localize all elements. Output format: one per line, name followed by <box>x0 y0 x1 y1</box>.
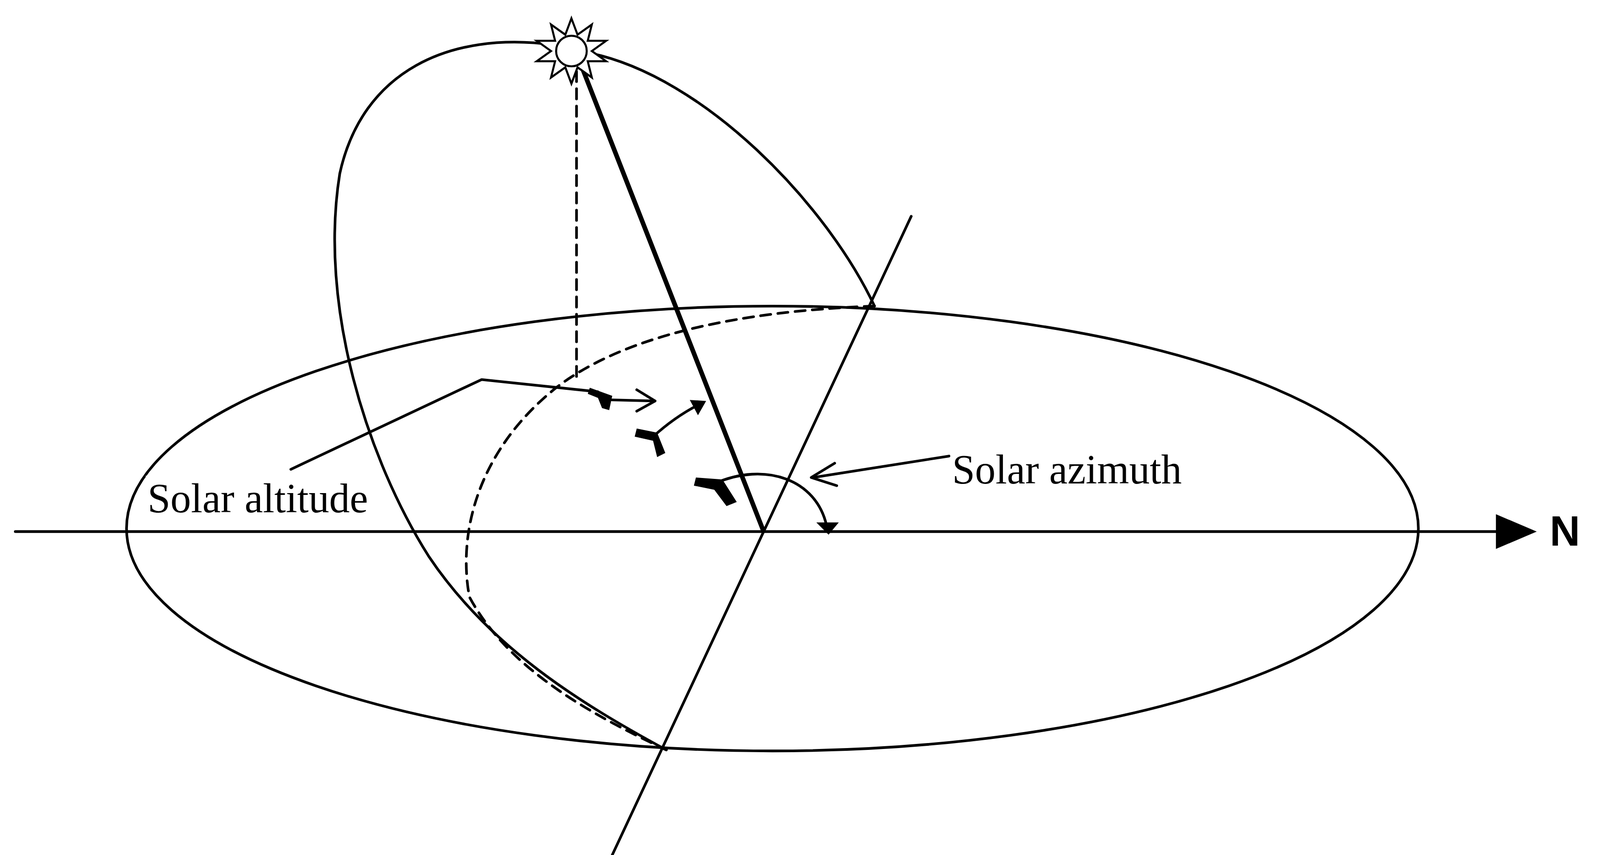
altitude-arrow <box>612 399 653 401</box>
azimuth-leader-head <box>811 463 838 486</box>
direction-label: N <box>1549 508 1580 555</box>
sun-path-projection <box>466 306 875 750</box>
sun-ray <box>579 61 764 531</box>
altitude-mark <box>587 387 613 410</box>
angle-label: Solar altitude <box>145 475 370 521</box>
altitude-arrow-head <box>636 389 656 412</box>
sun-drop-line <box>575 71 578 383</box>
angle-label: Solar azimuth <box>950 446 1184 493</box>
altitude-tick <box>634 428 666 458</box>
altitude-arc <box>652 403 700 437</box>
east-west-axis <box>612 216 912 855</box>
horizon-ellipse <box>126 306 1419 751</box>
north-axis <box>15 529 1503 533</box>
sun-path <box>334 42 875 750</box>
azimuth-leader <box>813 455 949 478</box>
azimuth-tick <box>694 477 737 507</box>
altitude-leader <box>291 379 599 470</box>
north-arrowhead <box>1495 513 1537 549</box>
azimuth-arc-head <box>816 522 839 535</box>
sun-symbol <box>536 18 607 84</box>
altitude-arc-head <box>689 399 707 415</box>
